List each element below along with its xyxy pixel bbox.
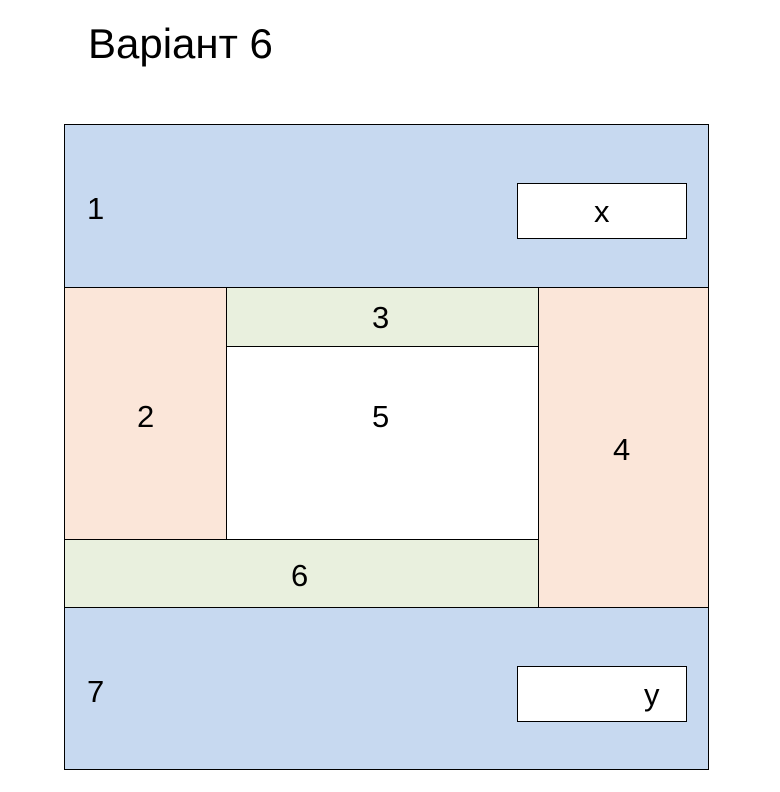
region-1: 1 x [64, 124, 709, 288]
region-5: 5 [226, 346, 539, 540]
region-2-label: 2 [137, 399, 155, 434]
field-x-label: x [594, 194, 610, 229]
region-7-label: 7 [87, 674, 105, 709]
region-5-label: 5 [372, 399, 390, 434]
field-x[interactable]: x [517, 183, 687, 239]
region-4: 4 [538, 287, 709, 608]
region-1-label: 1 [87, 191, 105, 226]
region-7: 7 y [64, 607, 709, 770]
region-3-label: 3 [372, 300, 390, 335]
region-6-label: 6 [291, 558, 309, 593]
page-title: Варіант 6 [88, 20, 273, 67]
field-y[interactable]: y [517, 666, 687, 722]
region-3: 3 [226, 287, 539, 347]
region-6: 6 [64, 539, 539, 608]
region-4-label: 4 [613, 432, 631, 467]
region-2: 2 [64, 287, 227, 540]
field-y-label: y [644, 677, 660, 712]
